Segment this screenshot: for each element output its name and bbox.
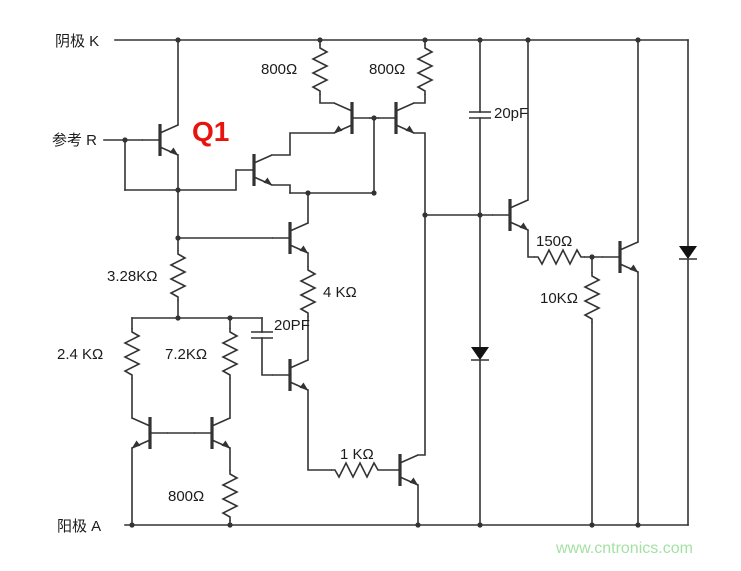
- cathode-terminal-label: 阴极 K: [55, 33, 99, 50]
- junction-dot: [477, 37, 483, 43]
- watermark-text: www.cntronics.com: [555, 540, 693, 557]
- junction-dot: [371, 115, 377, 121]
- diode-right: [678, 245, 698, 260]
- junction-dot: [589, 254, 595, 260]
- transistor-q10: [490, 197, 530, 233]
- junction-dot: [477, 522, 483, 528]
- junction-dot: [635, 522, 641, 528]
- transistor-q9: [380, 452, 420, 488]
- junction-dot: [305, 190, 311, 196]
- r4k-label: 4 KΩ: [323, 284, 357, 301]
- resistor-4k: [300, 265, 316, 318]
- resistor-1k: [330, 462, 383, 478]
- diode-center: [470, 346, 490, 361]
- transistor-q5: [270, 220, 310, 256]
- capacitor-20pf-right: [468, 111, 492, 119]
- r7-2k-label: 7.2KΩ: [165, 346, 207, 363]
- junction-dot: [525, 37, 531, 43]
- junction-dot: [175, 37, 181, 43]
- junction-dot: [477, 212, 483, 218]
- wire: [307, 389, 332, 471]
- resistor-3-28k: [170, 249, 186, 302]
- junction-dot: [175, 315, 181, 321]
- transistor-q7: [130, 415, 170, 451]
- wire: [124, 169, 237, 191]
- wire: [413, 94, 426, 104]
- wire: [261, 337, 273, 376]
- transistor-q2: [234, 152, 274, 188]
- c20pf-right-label: 20pF: [494, 105, 528, 122]
- junction-dot: [175, 187, 181, 193]
- resistor-150: [533, 249, 586, 265]
- transistor-q1: [140, 122, 180, 158]
- junction-dot: [317, 37, 323, 43]
- r2-4k-label: 2.4 KΩ: [57, 346, 103, 363]
- resistor-800-bottom: [222, 469, 238, 522]
- transistor-q11: [600, 239, 640, 275]
- r1k-label: 1 KΩ: [340, 446, 374, 463]
- reference-terminal-label: 参考 R: [52, 132, 97, 149]
- labels: 阴极 K 参考 R 阳极 A Q1 800Ω 800Ω 20pF 3.28KΩ …: [52, 33, 693, 557]
- junction-dot: [422, 212, 428, 218]
- wire: [271, 132, 335, 156]
- r150-label: 150Ω: [536, 233, 572, 250]
- wire: [319, 94, 335, 104]
- junction-dot: [415, 522, 421, 528]
- junction-dot: [422, 37, 428, 43]
- c20pf-middle-label: 20PF: [274, 317, 310, 334]
- junction-dot: [122, 137, 128, 143]
- q1-highlight-label: Q1: [192, 116, 229, 147]
- wire: [271, 184, 291, 194]
- junction-dot: [589, 522, 595, 528]
- junction-dot: [371, 190, 377, 196]
- resistor-800-top-left: [312, 43, 328, 96]
- resistor-10k: [584, 271, 600, 324]
- transistor-q4: [376, 100, 416, 136]
- capacitor-20pf-middle: [250, 331, 274, 339]
- junction-dot: [175, 235, 181, 241]
- resistor-7-2k: [222, 327, 238, 380]
- wires: [103, 39, 689, 526]
- transistor-q6: [270, 357, 310, 393]
- junction-dot: [227, 522, 233, 528]
- resistor-2-4k: [124, 327, 140, 380]
- r800-top-right-label: 800Ω: [369, 61, 405, 78]
- junction-dot: [227, 315, 233, 321]
- junction-dots: [122, 37, 641, 528]
- resistor-800-top-right: [417, 43, 433, 96]
- junction-dot: [129, 522, 135, 528]
- r800-bottom-label: 800Ω: [168, 488, 204, 505]
- r10k-label: 10KΩ: [540, 290, 578, 307]
- junction-dot: [635, 37, 641, 43]
- anode-terminal-label: 阳极 A: [57, 518, 101, 535]
- wire: [527, 229, 535, 258]
- transistor-q8: [192, 415, 232, 451]
- transistor-q3: [332, 100, 372, 136]
- wire: [413, 132, 426, 456]
- r3-28k-label: 3.28KΩ: [107, 268, 157, 285]
- r800-top-left-label: 800Ω: [261, 61, 297, 78]
